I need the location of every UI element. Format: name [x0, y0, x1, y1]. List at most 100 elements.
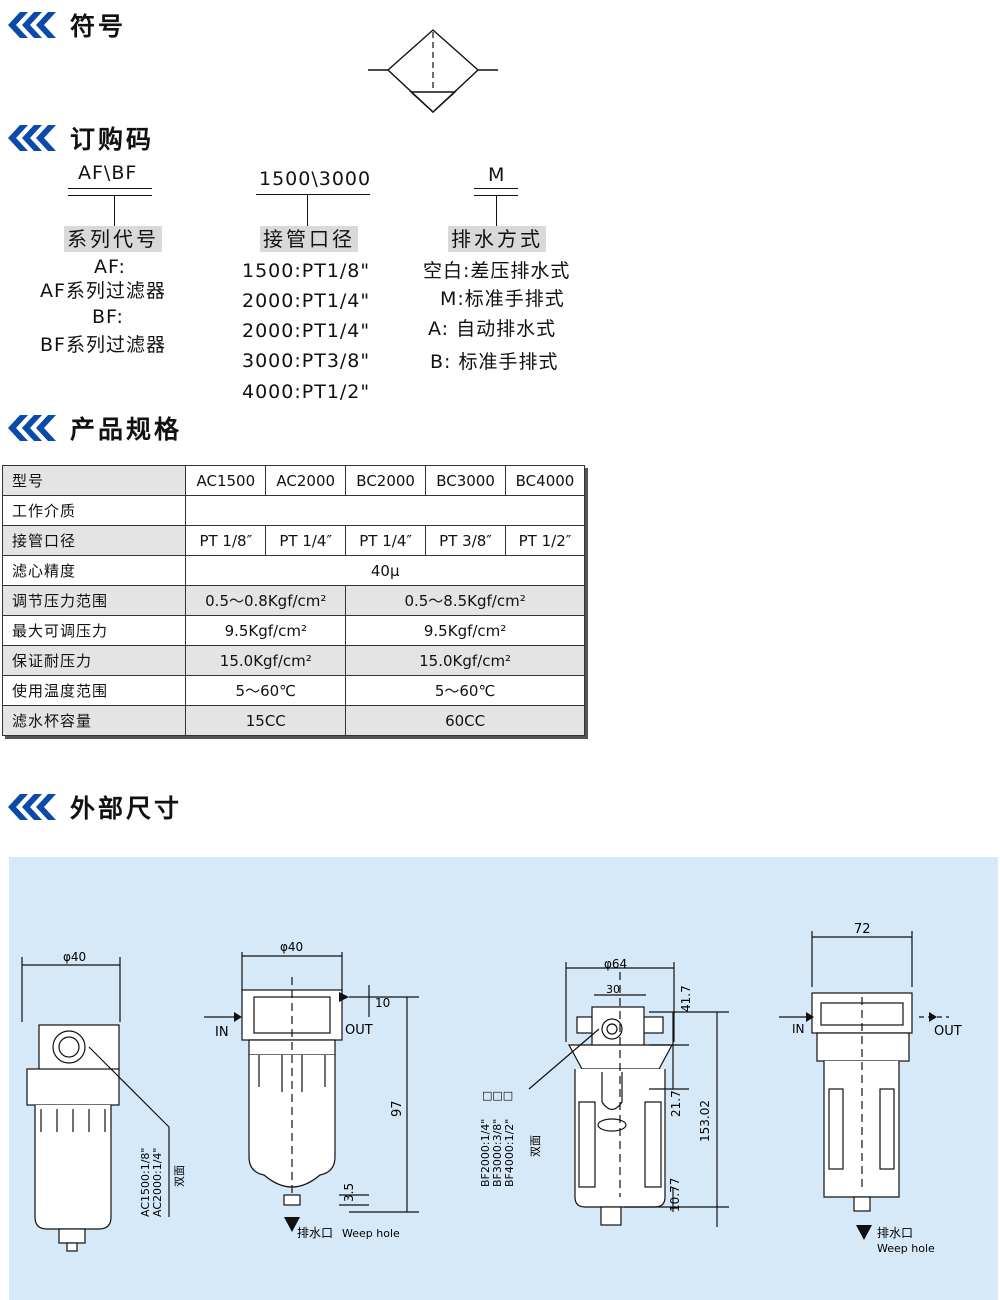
drain-label: Weep hole: [877, 1242, 935, 1255]
table-cell: 15.0Kgf/cm²: [185, 645, 347, 676]
drain-label: Weep hole: [342, 1227, 400, 1240]
divider: [256, 194, 370, 195]
drain-line: M:标准手排式: [440, 288, 565, 310]
table-cell: 15CC: [185, 705, 347, 736]
dim-note: 双面: [173, 1165, 186, 1187]
table-cell: BC3000: [425, 465, 506, 496]
table-cell: BC4000: [505, 465, 585, 496]
dim-label: 30: [606, 983, 620, 996]
table-cell: [185, 495, 585, 526]
dim-label: φ40: [63, 950, 86, 964]
series-line: AF:: [94, 256, 126, 278]
divider: [114, 196, 115, 226]
dim-label: φ40: [280, 940, 303, 954]
table-cell: 接管口径: [1, 525, 187, 556]
table-cell: 最大可调压力: [1, 615, 187, 646]
table-cell: 15.0Kgf/cm²: [345, 645, 585, 676]
drain-line: A: 自动排水式: [428, 318, 557, 340]
port-line: 4000:PT1/2": [242, 381, 371, 403]
table-cell: 使用温度范围: [1, 675, 187, 706]
series-line: AF系列过滤器: [40, 280, 166, 302]
drain-line: B: 标准手排式: [430, 351, 559, 373]
section-title: 外部尺寸: [70, 794, 183, 823]
filter-symbol-icon: [368, 29, 498, 113]
table-row: 最大可调压力 9.5Kgf/cm² 9.5Kgf/cm²: [1, 615, 585, 646]
section-header-spec: 产品规格: [4, 411, 182, 445]
table-cell: 调节压力范围: [1, 585, 187, 616]
order-code-series: AF\BF: [78, 162, 138, 184]
table-cell: 5～60℃: [345, 675, 585, 706]
table-cell: 60CC: [345, 705, 585, 736]
port-line: 1500:PT1/8": [242, 260, 371, 282]
chevron-icon: [4, 123, 58, 153]
dim-label: 153.02: [698, 1100, 712, 1142]
dim-note: BF2000:1/4": [479, 1119, 492, 1187]
table-row: 工作介质: [1, 495, 585, 526]
table-cell: AC1500: [185, 465, 267, 496]
table-row: 使用温度范围 5～60℃ 5～60℃: [1, 675, 585, 706]
spec-table: 型号 AC1500 AC2000 BC2000 BC3000 BC4000 工作…: [1, 465, 585, 736]
dimension-drawing-panel: φ40 AC1500:1/8" AC2000:1/4" 双面 φ40 IN OU…: [9, 857, 998, 1300]
dim-label: 97: [390, 1100, 405, 1117]
dim-note: AC1500:1/8": [139, 1148, 152, 1217]
table-cell: 0.5～8.5Kgf/cm²: [345, 585, 585, 616]
label-port: 接管口径: [260, 226, 358, 252]
dim-label: 21.7: [669, 1090, 683, 1117]
table-cell: 0.5～0.8Kgf/cm²: [185, 585, 347, 616]
table-cell: 保证耐压力: [1, 645, 187, 676]
table-cell: 9.5Kgf/cm²: [345, 615, 585, 646]
out-label: OUT: [934, 1024, 962, 1039]
dim-label: 10.77: [668, 1178, 682, 1212]
divider: [68, 195, 152, 196]
order-code-drain: M: [488, 164, 506, 186]
port-line: 2000:PT1/4": [242, 320, 371, 342]
table-cell: 40μ: [185, 555, 585, 586]
dim-note: BF4000:1/2": [503, 1119, 516, 1187]
port-line: 2000:PT1/4": [242, 290, 371, 312]
drain-line: 空白:差压排水式: [423, 260, 571, 282]
out-label: OUT: [345, 1023, 373, 1038]
section-title: 符号: [70, 12, 127, 41]
divider: [496, 196, 497, 226]
table-cell: BC2000: [345, 465, 427, 496]
dim-label: 41.7: [679, 985, 693, 1012]
table-cell: AC2000: [265, 465, 347, 496]
chevron-icon: [4, 10, 58, 40]
table-row: 滤心精度 40μ: [1, 555, 585, 586]
drain-label: 排水口: [877, 1226, 913, 1240]
chevron-icon: [4, 792, 58, 822]
section-title: 产品规格: [70, 415, 183, 444]
label-series: 系列代号: [64, 226, 162, 252]
table-cell: 型号: [1, 465, 187, 496]
table-row: 型号 AC1500 AC2000 BC2000 BC3000 BC4000: [1, 465, 585, 496]
table-cell: PT 1/8″: [185, 525, 267, 556]
dimension-drawing: φ40 AC1500:1/8" AC2000:1/4" 双面 φ40 IN OU…: [21, 922, 962, 1255]
dim-label: 3.5: [342, 1183, 356, 1202]
divider: [68, 188, 152, 189]
table-cell: PT 1/4″: [345, 525, 427, 556]
table-cell: 工作介质: [1, 495, 187, 526]
dim-label: 10: [375, 996, 390, 1010]
table-cell: 滤水杯容量: [1, 705, 187, 736]
dim-note: AC2000:1/4": [151, 1148, 164, 1217]
table-cell: PT 3/8″: [425, 525, 506, 556]
dim-note: 双面: [529, 1135, 542, 1157]
section-header-symbol: 符号: [4, 8, 126, 42]
drain-label: 排水口: [297, 1226, 333, 1240]
label-drain: 排水方式: [448, 226, 546, 252]
table-cell: PT 1/4″: [265, 525, 347, 556]
divider: [474, 188, 518, 189]
section-title: 订购码: [70, 125, 155, 154]
table-row: 调节压力范围 0.5～0.8Kgf/cm² 0.5～8.5Kgf/cm²: [1, 585, 585, 616]
table-row: 保证耐压力 15.0Kgf/cm² 15.0Kgf/cm²: [1, 645, 585, 676]
series-line: BF:: [92, 306, 124, 328]
section-header-order: 订购码: [4, 121, 154, 155]
dim-label: 72: [854, 922, 871, 937]
in-label: IN: [792, 1022, 805, 1036]
table-cell: 9.5Kgf/cm²: [185, 615, 347, 646]
divider: [474, 195, 518, 196]
table-row: 接管口径 PT 1/8″ PT 1/4″ PT 1/4″ PT 3/8″ PT …: [1, 525, 585, 556]
dim-note: BF3000:3/8": [491, 1119, 504, 1187]
table-cell: PT 1/2″: [505, 525, 585, 556]
series-line: BF系列过滤器: [40, 334, 166, 356]
